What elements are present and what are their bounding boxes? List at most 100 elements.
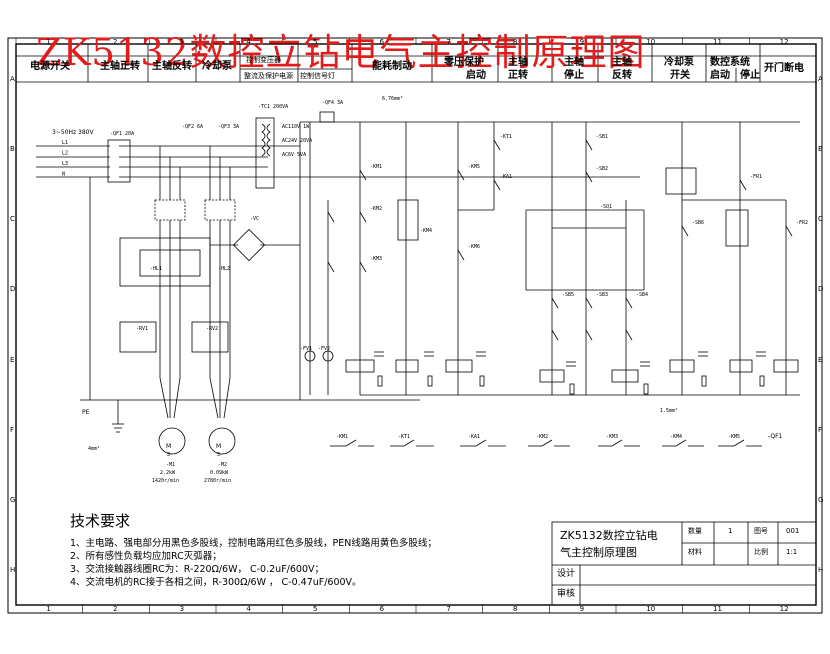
header-dynamic-braking: 能耗制动 <box>372 61 412 72</box>
device-tag: -FV1 <box>300 346 312 352</box>
header-reverse: 反转 <box>612 70 632 81</box>
tb-drawing-no-value: 001 <box>786 527 800 535</box>
column-number-bottom: 9 <box>579 605 585 613</box>
phase-label: L3 <box>62 161 68 167</box>
column-number-top: 2 <box>113 38 118 46</box>
column-number-top: 11 <box>713 38 722 46</box>
header-cnc-start: 启动 <box>710 70 730 81</box>
note-line-1: 1、主电路、强电部分用黑色多股线，控制电路用红色多股线，PEN线路用黄色多股线； <box>70 538 437 549</box>
column-number-bottom: 12 <box>779 605 789 613</box>
device-tag: -RV1 <box>136 326 148 332</box>
tb-name-line-1: ZK5132数控立钻电 <box>560 529 658 542</box>
column-number-bottom: 2 <box>113 605 118 613</box>
row-letter-left: F <box>10 425 15 434</box>
contact-legend-tag: -KM2 <box>536 434 548 440</box>
tb-scale-value: 1:1 <box>786 548 798 556</box>
motor-2-speed: 2780r/min <box>204 478 231 484</box>
page-title: ZK5132数控立钻电气主控制原理图 <box>36 31 646 74</box>
header-spindle-forward: 主轴正转 <box>100 61 140 72</box>
device-tag: -KM1 <box>370 164 382 170</box>
device-tag: -FV2 <box>318 346 330 352</box>
device-tag: -HL1 <box>150 266 162 272</box>
header-control-signal-lamp: 控制信号灯 <box>300 72 335 80</box>
column-number-top: 12 <box>779 38 789 46</box>
column-number-bottom: 8 <box>513 605 518 613</box>
tb-drawing-no-label: 图号 <box>754 527 768 535</box>
transformer-tap-label: AC6V 5VA <box>282 152 306 158</box>
indicator-supply-label: 6.76mm² <box>382 96 403 102</box>
contact-legend-tag: -QF1 <box>768 433 783 440</box>
row-letter-right: F <box>818 425 823 434</box>
column-number-bottom: 4 <box>246 605 251 613</box>
row-letter-right: A <box>818 75 823 84</box>
row-letter-left: B <box>10 145 15 154</box>
motor-2-rating: 0.09kW <box>210 470 229 476</box>
breaker-3-label: -QF3 3A <box>218 124 239 130</box>
column-number-bottom: 5 <box>313 605 318 613</box>
note-line-2: 2、所有感性负载均应加RC灭弧器； <box>70 551 222 562</box>
device-tag: -KM5 <box>468 164 480 170</box>
device-tag: -KA1 <box>500 174 512 180</box>
header-spindle-b: 主轴 <box>564 57 584 68</box>
column-number-bottom: 3 <box>179 605 185 613</box>
row-letter-left: H <box>10 565 16 574</box>
header-control-transformer: 控制变压器 <box>246 56 281 64</box>
tb-qty-value: 1 <box>728 527 733 535</box>
row-letter-right: H <box>818 565 824 574</box>
column-number-bottom: 1 <box>46 605 51 613</box>
row-letter-left: G <box>10 495 16 504</box>
row-letter-left: C <box>10 215 15 224</box>
row-letter-right: D <box>818 285 824 294</box>
tb-review-label: 审核 <box>557 589 576 599</box>
phase-label: L2 <box>62 151 68 157</box>
column-number-bottom: 10 <box>646 605 656 613</box>
device-tag: -KT1 <box>500 134 512 140</box>
contact-legend-row <box>330 439 762 447</box>
motor-2-symbol: M <box>216 443 221 450</box>
motor-1-tag: -M1 <box>166 462 175 468</box>
device-tag: -KM2 <box>370 206 382 212</box>
motor-2-phase: 3~ <box>217 452 223 458</box>
device-tag: -SB6 <box>692 220 704 226</box>
column-number-top: 6 <box>379 38 385 46</box>
header-undervoltage-protection: 零压保护 <box>444 57 484 68</box>
column-number-top: 10 <box>646 38 656 46</box>
header-spindle-c: 主轴 <box>612 57 632 68</box>
device-tag: -FR2 <box>796 220 808 226</box>
device-tag: -VC <box>250 216 259 222</box>
supply-label: 3~50Hz 380V <box>52 129 95 136</box>
column-number-top: 5 <box>313 38 318 46</box>
device-tag: -KM6 <box>468 244 480 250</box>
contact-legend-tag: -KM5 <box>728 434 740 440</box>
transformer-label: -TC1 200VA <box>258 104 288 110</box>
column-number-top: 8 <box>513 38 518 46</box>
device-tag: -SQ1 <box>600 204 612 210</box>
note-line-3: 3、交流接触器线圈RC为：R-220Ω/6W， C-0.2uF/600V； <box>70 564 324 575</box>
header-switch: 开关 <box>670 70 690 81</box>
wire-size-2-label: 4mm² <box>88 446 100 452</box>
row-letter-right: G <box>818 495 824 504</box>
contact-legend-tag: -KA1 <box>468 434 480 440</box>
header-coolant-pump: 冷却泵 <box>202 61 232 72</box>
device-tag: -KM3 <box>370 256 382 262</box>
breaker-2-label: -QF2 6A <box>182 124 203 130</box>
technical-requirements: 技术要求 1、主电路、强电部分用黑色多股线，控制电路用红色多股线，PEN线路用黄… <box>70 510 437 589</box>
header-spindle-reverse: 主轴反转 <box>152 61 192 72</box>
wire-size-label: 1.5mm² <box>660 408 678 414</box>
tb-name-line-2: 气主控制原理图 <box>560 546 637 559</box>
motor-1-speed: 1420r/min <box>152 478 179 484</box>
header-coolant-pump-b: 冷却泵 <box>664 57 694 68</box>
row-letter-right: E <box>818 355 823 364</box>
motor-1-phase: 3~ <box>167 452 173 458</box>
title-block-frame <box>551 521 817 606</box>
column-number-top: 4 <box>246 38 251 46</box>
contact-legend-tag: -KT1 <box>398 434 410 440</box>
main-power-circuit <box>36 117 640 455</box>
header-stop: 停止 <box>564 70 584 81</box>
row-letter-right: C <box>818 215 823 224</box>
column-number-bottom: 11 <box>713 605 722 613</box>
column-number-top: 7 <box>446 38 451 46</box>
row-letter-left: A <box>10 75 15 84</box>
